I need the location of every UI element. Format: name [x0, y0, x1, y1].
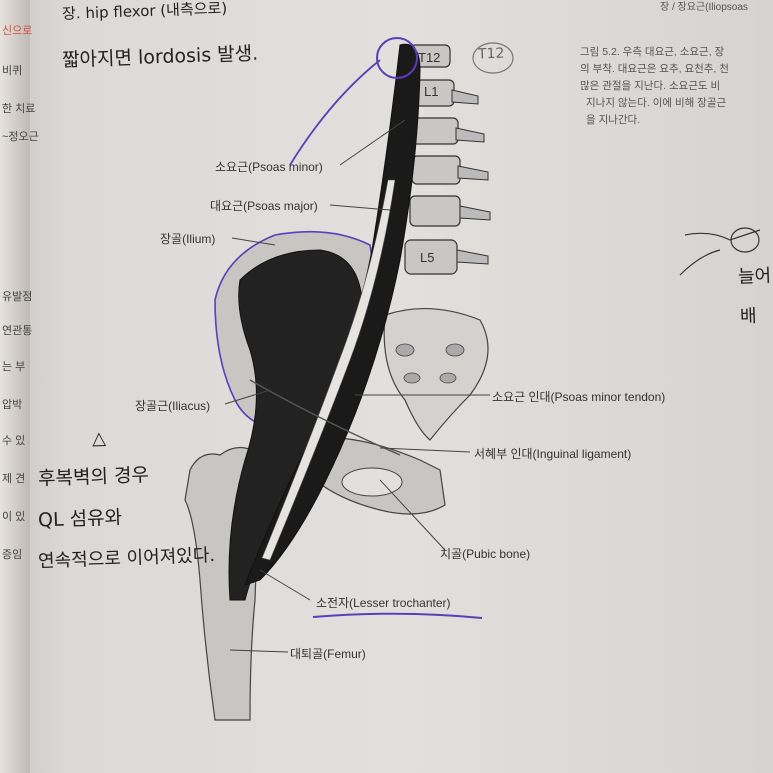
psoas-minor-tendon-shape	[261, 179, 396, 561]
label-ilium: 장골(Ilium)	[160, 232, 216, 246]
lumbar-spine	[404, 44, 491, 275]
caption-line-2: 의 부착. 대요근은 요추, 요천추, 천	[580, 63, 729, 75]
label-pubic-bone: 치골(Pubic bone)	[440, 547, 531, 561]
label-lesser-trochanter: 소전자(Lesser trochanter)	[316, 596, 451, 610]
edge-text-9: 수 있	[2, 435, 26, 447]
inguinal-ligament-line	[249, 379, 401, 456]
label-iliacus: 장골근(Iliacus)	[135, 399, 211, 413]
edge-text-5: 유발점	[2, 291, 33, 303]
handwritten-note-1: 후복벽의 경우	[37, 464, 150, 490]
handwritten-t12-note: T12	[477, 45, 505, 63]
edge-text-10: 제 견	[2, 473, 26, 485]
edge-text-7: 는 부	[2, 361, 26, 373]
sacrum	[383, 308, 489, 441]
vertebra-t12-label: T12	[418, 50, 441, 65]
label-inguinal-ligament: 서혜부 인대(Inguinal ligament)	[474, 447, 632, 461]
edge-text-6: 연관통	[2, 325, 33, 337]
psoas-major-muscle	[244, 43, 421, 586]
edge-text-4: ~정오근	[2, 131, 39, 143]
edge-text-12: 증임	[2, 549, 23, 561]
page-header-right: 장 / 장요근(Iliopsoas	[660, 2, 748, 13]
edge-text-1: 신으로	[2, 25, 33, 37]
edge-text-11: 이 있	[2, 511, 26, 523]
vertebra-l1-label: L1	[424, 84, 439, 99]
caption-line-3: 많은 관절을 지난다. 소요근도 비	[580, 80, 721, 92]
handwritten-right-1: 늘어	[737, 265, 772, 288]
edge-text-8: 압박	[2, 399, 23, 411]
vertebra-l5-label: L5	[420, 250, 435, 265]
handwritten-right-2: 배	[739, 305, 757, 328]
label-psoas-major: 대요근(Psoas major)	[210, 199, 318, 213]
caption-line-1: 그림 5.2. 우측 대요근, 소요근, 장	[580, 46, 725, 58]
label-psoas-minor-tendon: 소요근 인대(Psoas minor tendon)	[492, 390, 666, 404]
caption-line-5: 을 지나간다.	[586, 114, 641, 126]
caption-line-4: 지나지 않는다. 이에 비해 장골근	[586, 97, 727, 109]
label-psoas-minor: 소요근(Psoas minor)	[215, 160, 323, 174]
edge-text-3: 한 치료	[2, 103, 36, 115]
handwritten-delta: △	[91, 427, 107, 450]
previous-page-edge	[0, 0, 30, 773]
edge-text-2: 비퀴	[2, 65, 23, 77]
label-femur: 대퇴골(Femur)	[290, 647, 366, 661]
handwritten-note-2: QL 섬유와	[37, 506, 123, 532]
